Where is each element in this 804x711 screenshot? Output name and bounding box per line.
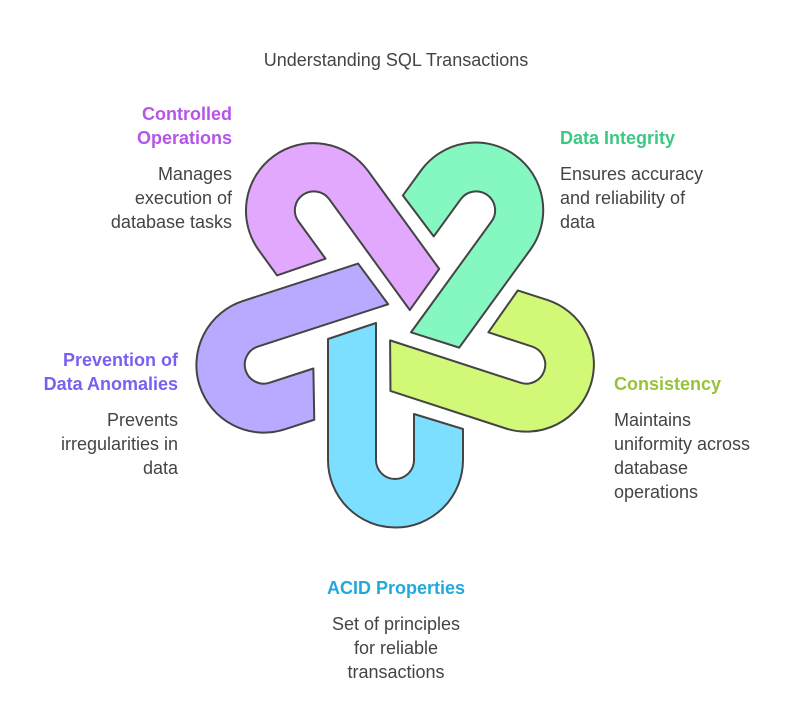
- item-title: Data Integrity: [560, 128, 676, 148]
- item-desc: data: [142, 458, 178, 478]
- item-desc: execution of: [134, 188, 232, 208]
- desc-acid-properties: Set of principles for reliable transacti…: [276, 612, 516, 684]
- item-title: Data Anomalies: [43, 374, 178, 394]
- desc-data-integrity: Ensures accuracy and reliability of data: [560, 162, 703, 234]
- link-shape-consistency: [389, 289, 595, 433]
- item-desc: Manages: [157, 164, 232, 184]
- item-title: Prevention of: [62, 350, 178, 370]
- desc-prevention-of-data-anomalies: Prevents irregularities in data: [61, 408, 178, 480]
- item-desc: for reliable: [353, 638, 439, 658]
- item-desc: and reliability of: [560, 188, 686, 208]
- item-desc: Maintains: [614, 410, 692, 430]
- label-prevention-of-data-anomalies: Prevention of Data Anomalies: [44, 348, 178, 396]
- label-controlled-operations: Controlled Operations: [137, 102, 232, 150]
- item-desc: operations: [614, 482, 699, 502]
- label-consistency: Consistency: [614, 372, 721, 396]
- item-title: Consistency: [614, 374, 722, 394]
- item-desc: irregularities in: [60, 434, 178, 454]
- item-desc: Set of principles: [331, 614, 461, 634]
- item-desc: uniformity across: [614, 434, 751, 454]
- item-title: Controlled: [142, 104, 232, 124]
- item-desc: transactions: [347, 662, 445, 682]
- link-shape-acid: [327, 322, 464, 529]
- link-shape-integrity: [401, 141, 545, 349]
- item-desc: data: [560, 212, 596, 232]
- item-desc: Prevents: [106, 410, 178, 430]
- link-shape-controlled: [244, 142, 441, 312]
- item-desc: database tasks: [110, 212, 232, 232]
- link-shape-prevention: [195, 262, 390, 434]
- item-desc: database: [614, 458, 689, 478]
- label-data-integrity: Data Integrity: [560, 126, 675, 150]
- label-acid-properties: ACID Properties: [296, 576, 496, 600]
- item-desc: Ensures accuracy: [560, 164, 704, 184]
- desc-consistency: Maintains uniformity across database ope…: [614, 408, 750, 504]
- desc-controlled-operations: Manages execution of database tasks: [111, 162, 232, 234]
- diagram-title: Understanding SQL Transactions: [263, 50, 529, 70]
- item-title: Operations: [136, 128, 232, 148]
- item-title: ACID Properties: [326, 578, 466, 598]
